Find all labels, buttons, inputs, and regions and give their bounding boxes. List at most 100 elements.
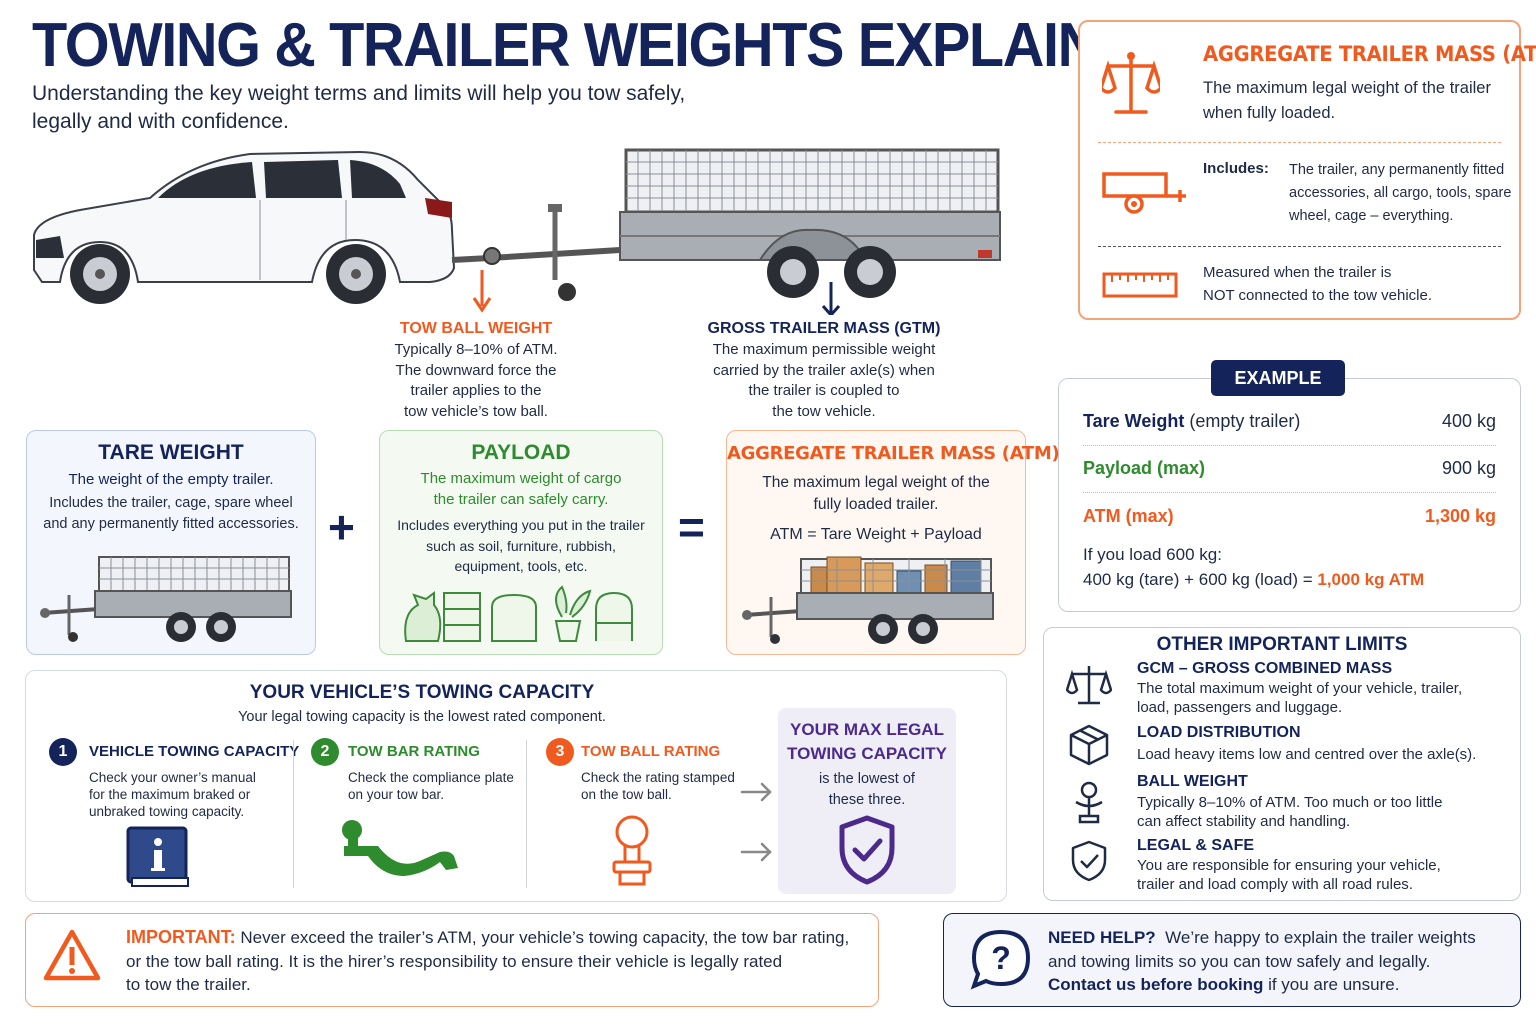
limit-text: Typically 8–10% of ATM. Too much or too … xyxy=(1137,793,1497,831)
gtm-line: carried by the trailer axle(s) when xyxy=(713,361,935,379)
cargo-icons xyxy=(404,585,633,642)
other-limits-card: OTHER IMPORTANT LIMITS GCM – GROSS COMBI… xyxy=(1043,627,1521,901)
empty-trailer-illustration xyxy=(40,556,292,642)
tow-ball-weight-title: TOW BALL WEIGHT xyxy=(399,320,553,337)
box-icon xyxy=(1069,724,1109,766)
example-payload-value: 900 kg xyxy=(1441,458,1496,478)
max-text: is the lowest of xyxy=(819,771,915,787)
includes-label: Includes: xyxy=(1203,160,1269,177)
example-atm-row: ATM (max) 1,300 kg xyxy=(1083,506,1496,527)
payload-title: PAYLOAD xyxy=(471,441,571,464)
gtm-line: The maximum permissible weight xyxy=(712,341,936,358)
limit-title: LOAD DISTRIBUTION xyxy=(1137,724,1301,741)
scales-icon xyxy=(1066,666,1112,705)
tare-subtitle: The weight of the empty trailer. xyxy=(68,471,274,488)
manual-book-icon xyxy=(126,826,189,887)
atm-card-desc: when fully loaded. xyxy=(1203,104,1336,122)
limit-text-line: can affect stability and handling. xyxy=(1137,813,1351,830)
cage-trailer-illustration xyxy=(619,148,1001,298)
tare-text: Includes the trailer, cage, spare wheel xyxy=(49,495,293,511)
gtm-line: the trailer is coupled to xyxy=(748,382,900,399)
need-help-card: ? NEED HELP? We’re happy to explain the … xyxy=(943,913,1521,1007)
capacity-subtitle: Your legal towing capacity is the lowest… xyxy=(238,709,606,725)
example-card: Tare Weight (empty trailer) 400 kg Paylo… xyxy=(1058,378,1521,612)
shield-check-icon xyxy=(839,815,895,885)
max-title: YOUR MAX LEGAL xyxy=(790,720,944,739)
step-text-line: Check the compliance plate xyxy=(348,770,514,785)
limit-text-line: You are responsible for ensuring your ve… xyxy=(1137,857,1441,874)
step-text-line: for the maximum braked or xyxy=(89,787,251,802)
limit-text-line: trailer and load comply with all road ru… xyxy=(1137,876,1413,893)
example-tare-row: Tare Weight (empty trailer) 400 kg xyxy=(1083,411,1496,432)
gtm-line: the tow vehicle. xyxy=(772,402,876,420)
step-text: Check your owner’s manual for the maximu… xyxy=(89,769,256,820)
limit-text: Load heavy items low and centred over th… xyxy=(1137,745,1497,764)
example-load-line: If you load 600 kg: xyxy=(1083,545,1222,564)
tow-ball-weight-line: The downward force the xyxy=(395,361,557,379)
example-payload-row: Payload (max) 900 kg xyxy=(1083,458,1496,479)
step-number: 2 xyxy=(311,738,339,766)
includes-text: The trailer, any permanently fitted xyxy=(1289,162,1505,178)
example-tare-note: (empty trailer) xyxy=(1189,411,1301,431)
scales-icon xyxy=(1102,52,1160,114)
warning-icon xyxy=(43,929,101,981)
bag-icon xyxy=(491,593,537,642)
step-text-line: on your tow bar. xyxy=(348,787,445,802)
help-contact-link[interactable]: Contact us before booking xyxy=(1048,975,1264,994)
step-text-line: Check the rating stamped xyxy=(581,770,735,785)
example-calc-row: 400 kg (tare) + 600 kg (load) = 1,000 kg… xyxy=(1083,570,1496,590)
tare-title: TARE WEIGHT xyxy=(98,441,244,464)
page-title: TOWING & TRAILER WEIGHTS EXPLAINED xyxy=(32,11,1177,80)
payload-text: equipment, tools, etc. xyxy=(454,558,588,574)
example-calc-line: 400 kg (tare) + 600 kg (load) = xyxy=(1083,570,1313,589)
step-title: TOW BALL RATING xyxy=(581,743,721,760)
drawers-icon xyxy=(443,592,481,642)
help-text: if you are unsure. xyxy=(1268,975,1400,994)
help-text: and towing limits so you can tow safely … xyxy=(1048,951,1431,971)
divider xyxy=(1098,246,1501,247)
divider xyxy=(526,740,527,888)
payload-subtitle: The maximum weight of cargo xyxy=(420,470,622,487)
payload-text: Includes everything you put in the trail… xyxy=(397,517,645,533)
max-capacity-card: YOUR MAX LEGAL TOWING CAPACITY is the lo… xyxy=(778,708,956,894)
atm-card-title: AGGREGATE TRAILER MASS (ATM) xyxy=(1203,42,1536,66)
atm-formula: ATM = Tare Weight + Payload xyxy=(770,526,982,543)
example-badge: EXAMPLE xyxy=(1211,360,1345,396)
limit-text-line: The total maximum weight of your vehicle… xyxy=(1137,680,1463,697)
equals-operator: = xyxy=(678,501,705,553)
payload-text: such as soil, furniture, rubbish, xyxy=(426,537,616,554)
measured-text: NOT connected to the tow vehicle. xyxy=(1203,287,1433,304)
step-number: 3 xyxy=(546,738,574,766)
trailer-drawbar xyxy=(451,204,621,301)
suv-illustration xyxy=(33,150,456,304)
atm-card: AGGREGATE TRAILER MASS (ATM) The maximum… xyxy=(726,430,1060,655)
atm-mid-text: fully loaded trailer. xyxy=(813,496,939,513)
tow-bar-icon xyxy=(342,820,458,876)
includes-text: accessories, all cargo, tools, spare xyxy=(1289,185,1512,201)
tow-ball-weight-line: Typically 8–10% of ATM. xyxy=(394,341,558,358)
trailer-icon xyxy=(1102,172,1186,214)
car-trailer-illustration xyxy=(33,148,1001,315)
rubbish-bag-icon xyxy=(404,591,442,642)
atm-mid-text: The maximum legal weight of the xyxy=(762,474,990,491)
includes-text: wheel, cage – everything. xyxy=(1289,208,1454,224)
loaded-trailer-illustration xyxy=(742,556,994,644)
example-atm-value: 1,300 kg xyxy=(1424,506,1496,526)
max-text: these three. xyxy=(828,792,906,808)
limit-text-line: Typically 8–10% of ATM. Too much or too … xyxy=(1137,794,1443,811)
capacity-title: YOUR VEHICLE’S TOWING CAPACITY xyxy=(249,682,595,703)
svg-text:?: ? xyxy=(991,940,1011,976)
example-calc-result: 1,000 kg ATM xyxy=(1317,570,1425,589)
important-text: or the tow ball rating. It is the hirer’… xyxy=(126,951,783,971)
help-text: We’re happy to explain the trailer weigh… xyxy=(1165,928,1476,947)
gtm-title: GROSS TRAILER MASS (GTM) xyxy=(707,320,941,337)
tow-ball-arrow xyxy=(472,270,492,313)
limit-text: You are responsible for ensuring your ve… xyxy=(1137,856,1497,894)
limit-text: The total maximum weight of your vehicle… xyxy=(1137,679,1497,717)
example-atm-label: ATM (max) xyxy=(1083,506,1174,526)
arrows-icon xyxy=(740,782,772,862)
divider xyxy=(1098,142,1501,143)
plant-icon xyxy=(555,585,592,618)
limits-title: OTHER IMPORTANT LIMITS xyxy=(1156,634,1408,655)
step-text: Check the compliance plate on your tow b… xyxy=(348,769,514,803)
